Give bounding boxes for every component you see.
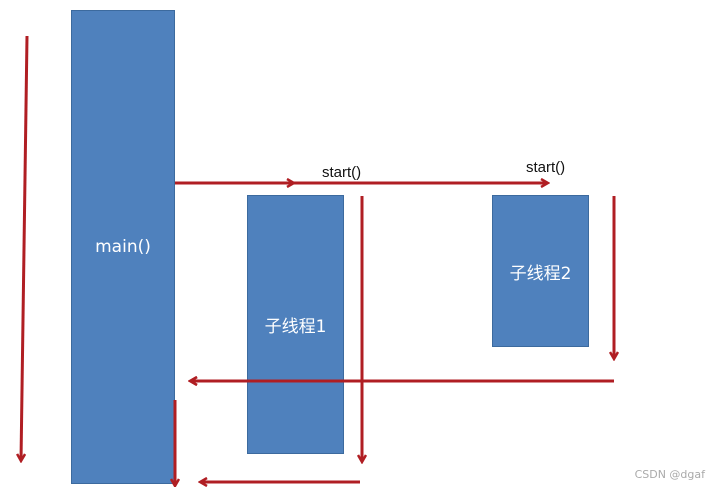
start-label-1: start(): [322, 164, 362, 181]
thread1-box: 子线程1: [247, 195, 344, 454]
main-box: main(): [71, 10, 175, 484]
thread2-box: 子线程2: [492, 195, 589, 347]
watermark: CSDN @dgaf: [634, 468, 705, 481]
thread1-box-label: 子线程1: [264, 317, 327, 337]
start-label-2: start(): [526, 159, 566, 176]
main-timeline-arrow: [21, 35, 29, 461]
main-box-label: main(): [95, 237, 151, 257]
thread2-box-label: 子线程2: [509, 263, 572, 284]
